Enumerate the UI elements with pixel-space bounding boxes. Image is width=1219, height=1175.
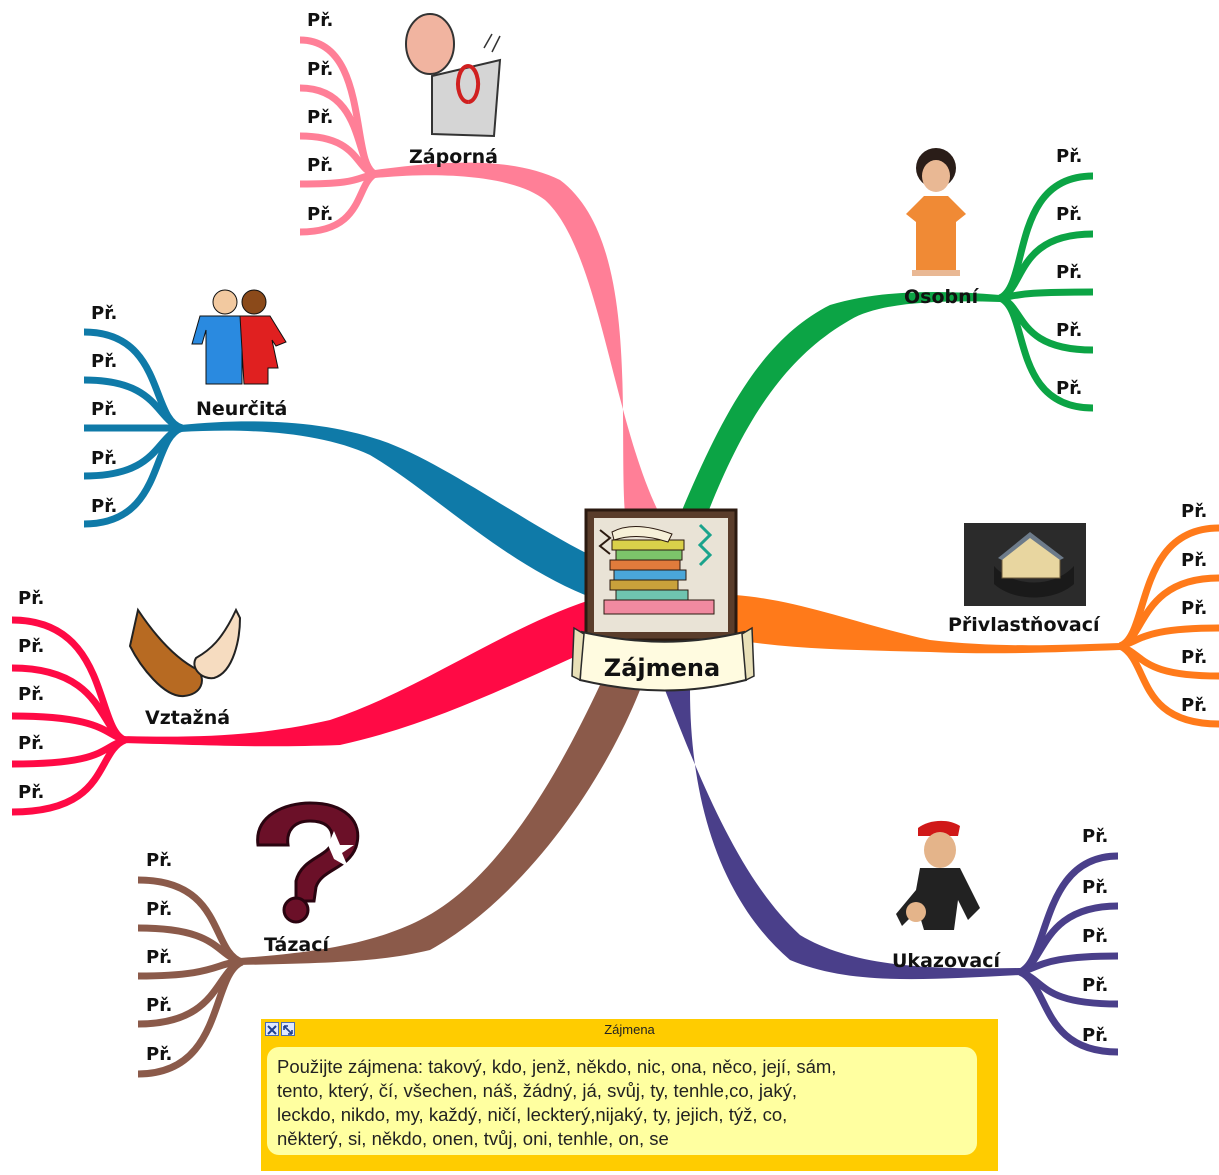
branch-neurcita[interactable] — [180, 421, 590, 595]
example-privlastnovaci-2[interactable]: Př. — [1181, 550, 1208, 571]
example-tazaci-2[interactable]: Př. — [146, 899, 173, 920]
twigs-zaporna — [299, 36, 378, 236]
twigs-tazaci — [137, 876, 244, 1078]
branch-label-neurcita[interactable]: Neurčitá — [196, 398, 288, 420]
pointing-boy-icon — [896, 820, 980, 930]
twigs-privlastnovaci — [1118, 524, 1219, 728]
branch-osobni[interactable] — [680, 292, 1000, 520]
branch-label-osobni[interactable]: Osobní — [904, 286, 979, 308]
example-neurcita-3[interactable]: Př. — [91, 399, 118, 420]
example-osobni-2[interactable]: Př. — [1056, 204, 1083, 225]
example-neurcita-1[interactable]: Př. — [91, 303, 118, 324]
example-ukazovaci-5[interactable]: Př. — [1082, 1025, 1109, 1046]
close-icon[interactable] — [265, 1022, 279, 1036]
example-privlastnovaci-1[interactable]: Př. — [1181, 501, 1208, 522]
note-title: Zájmena — [604, 1022, 655, 1037]
example-zaporna-2[interactable]: Př. — [307, 59, 334, 80]
example-osobni-3[interactable]: Př. — [1056, 262, 1083, 283]
branch-privlastnovaci[interactable] — [735, 595, 1120, 654]
house-in-hands-icon — [964, 523, 1086, 606]
twigs-osobni — [998, 172, 1094, 412]
example-ukazovaci-3[interactable]: Př. — [1082, 926, 1109, 947]
example-osobni-4[interactable]: Př. — [1056, 320, 1083, 341]
question-mark-icon — [256, 801, 360, 924]
note-text[interactable]: Použijte zájmena: takový, kdo, jenž, něk… — [267, 1047, 977, 1155]
example-tazaci-5[interactable]: Př. — [146, 1044, 173, 1065]
example-tazaci-4[interactable]: Př. — [146, 995, 173, 1016]
example-vztazna-5[interactable]: Př. — [18, 782, 45, 803]
branch-label-ukazovaci[interactable]: Ukazovací — [892, 950, 1000, 972]
twigs-ukazovaci — [1018, 852, 1119, 1056]
center-banner[interactable] — [571, 626, 755, 692]
example-tazaci-3[interactable]: Př. — [146, 947, 173, 968]
example-privlastnovaci-3[interactable]: Př. — [1181, 598, 1208, 619]
example-privlastnovaci-5[interactable]: Př. — [1181, 695, 1208, 716]
example-vztazna-1[interactable]: Př. — [18, 588, 45, 609]
branch-label-zaporna[interactable]: Záporná — [409, 146, 498, 168]
expand-icon[interactable] — [281, 1022, 295, 1036]
example-neurcita-4[interactable]: Př. — [91, 448, 118, 469]
example-vztazna-2[interactable]: Př. — [18, 636, 45, 657]
example-osobni-5[interactable]: Př. — [1056, 378, 1083, 399]
sad-man-sign-icon — [405, 13, 502, 138]
branch-zaporna[interactable] — [375, 162, 660, 515]
example-ukazovaci-4[interactable]: Př. — [1082, 975, 1109, 996]
example-osobni-1[interactable]: Př. — [1056, 146, 1083, 167]
two-people-icon — [191, 289, 287, 385]
example-zaporna-3[interactable]: Př. — [307, 107, 334, 128]
holding-hands-icon — [128, 607, 242, 698]
twigs-vztazna — [11, 616, 127, 816]
central-topic-label[interactable]: Zájmena — [603, 654, 721, 682]
example-ukazovaci-1[interactable]: Př. — [1082, 826, 1109, 847]
note-panel[interactable]: Zájmena Použijte zájmena: takový, kdo, j… — [261, 1019, 998, 1171]
example-zaporna-5[interactable]: Př. — [307, 204, 334, 225]
branch-vztazna[interactable] — [120, 600, 590, 747]
example-vztazna-3[interactable]: Př. — [18, 684, 45, 705]
note-header[interactable]: Zájmena — [261, 1019, 998, 1041]
example-privlastnovaci-4[interactable]: Př. — [1181, 647, 1208, 668]
branch-tazaci[interactable] — [240, 685, 640, 965]
branch-label-privlastnovaci[interactable]: Přivlastňovací — [948, 614, 1100, 636]
girl-photo-icon — [906, 148, 966, 276]
example-zaporna-1[interactable]: Př. — [307, 10, 334, 31]
center-books-icon[interactable] — [584, 508, 738, 642]
branch-label-vztazna[interactable]: Vztažná — [145, 707, 231, 729]
example-zaporna-4[interactable]: Př. — [307, 155, 334, 176]
branch-label-tazaci[interactable]: Tázací — [264, 934, 329, 956]
branch-ukazovaci[interactable] — [665, 690, 1020, 980]
example-neurcita-2[interactable]: Př. — [91, 351, 118, 372]
example-vztazna-4[interactable]: Př. — [18, 733, 45, 754]
twigs-neurcita — [83, 328, 184, 528]
example-tazaci-1[interactable]: Př. — [146, 850, 173, 871]
example-ukazovaci-2[interactable]: Př. — [1082, 877, 1109, 898]
example-neurcita-5[interactable]: Př. — [91, 496, 118, 517]
